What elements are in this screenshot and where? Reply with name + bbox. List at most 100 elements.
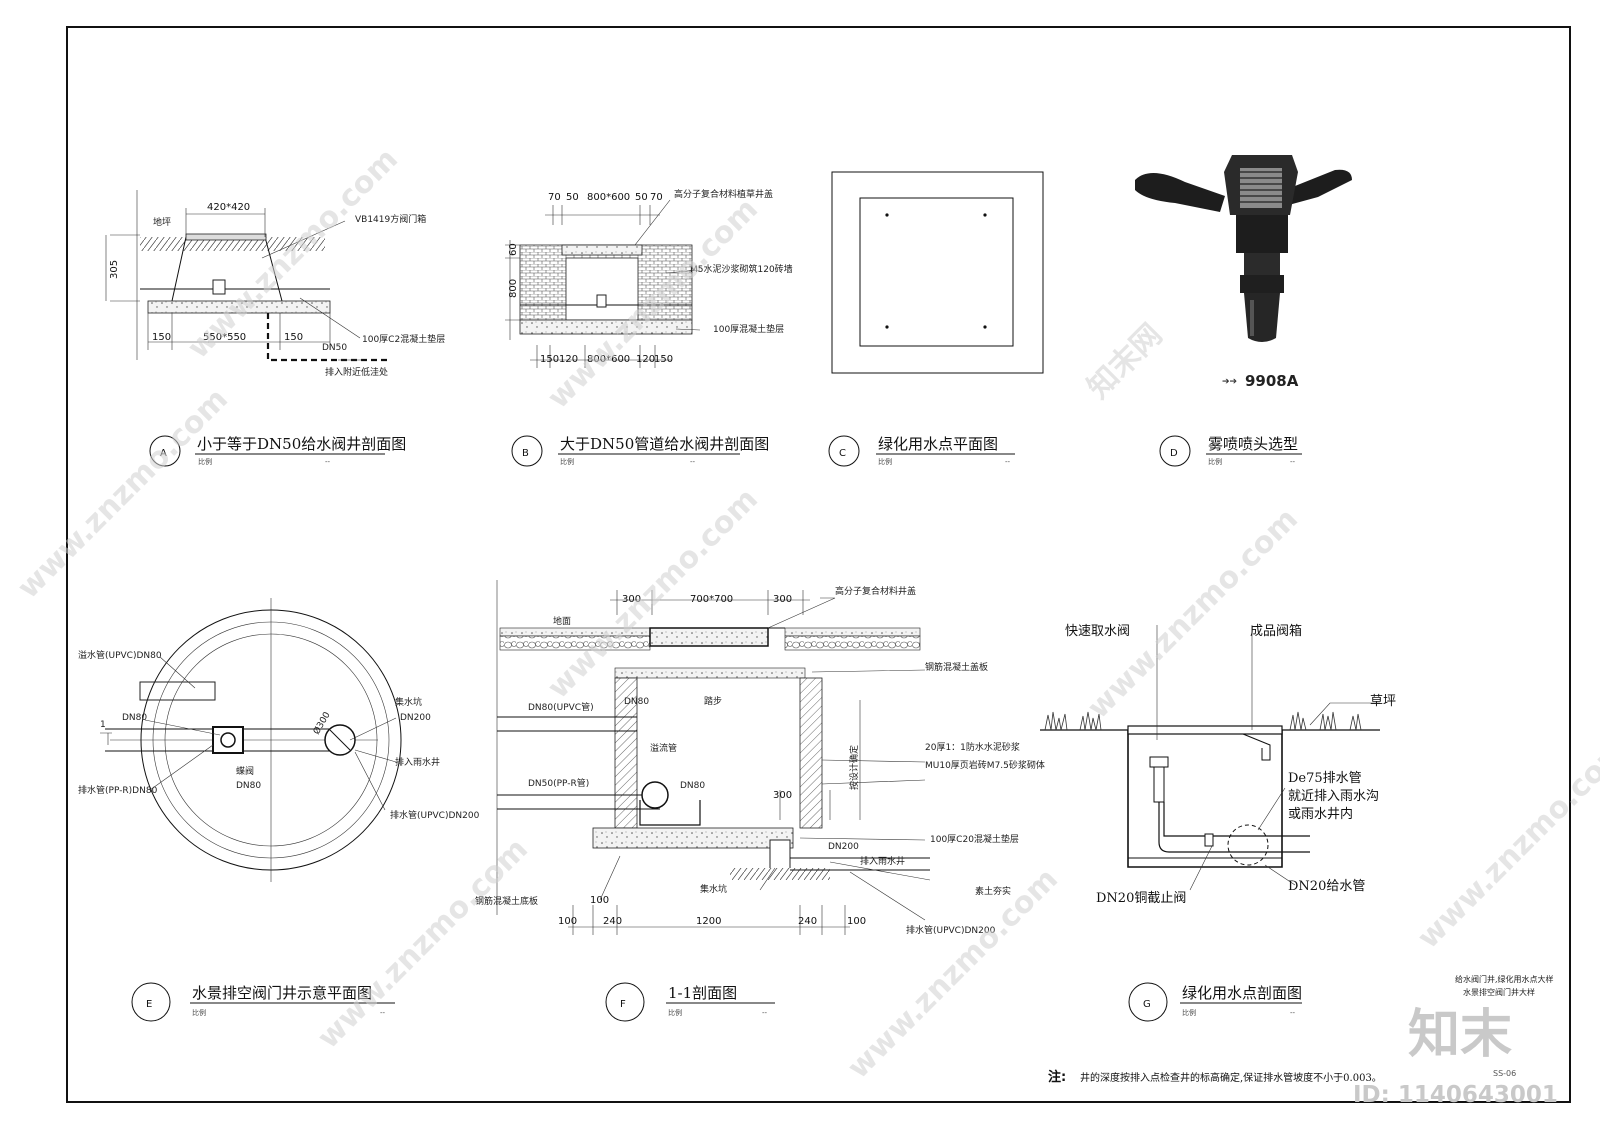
panel-e-label-pit: 集水坑 [395, 696, 422, 708]
panel-f-dim-t1: 300 [622, 594, 641, 605]
panel-b-drawing [505, 199, 701, 368]
panel-a-drawing [105, 190, 390, 362]
title-b-scale-label: 比例 [560, 457, 574, 466]
title-d-text: 雾喷喷头选型 [1208, 435, 1298, 453]
title-block-c: C 绿化用水点平面图 比例 -- [828, 435, 1015, 467]
panel-c-drawing [831, 171, 1044, 374]
title-block-f: F 1-1剖面图 比例 -- [605, 982, 775, 1022]
panel-a-dim-height: 305 [109, 260, 120, 279]
panel-f-label-ground: 地面 [553, 615, 571, 627]
watermark-id: ID: 1140643001 [1353, 1082, 1558, 1108]
panel-a-label-slab: 100厚C2混凝土垫层 [362, 333, 445, 345]
panel-b-dim-b3: 120 [636, 354, 655, 365]
panel-f-dim-h300: 300 [773, 790, 792, 801]
panel-b-label-slab: 100厚混凝土垫层 [713, 323, 784, 335]
panel-a-label-drain: 排入附近低洼处 [325, 366, 388, 378]
panel-e-label-sec: 1 [100, 720, 106, 730]
panel-g-drawing [1040, 625, 1380, 891]
sheet-frame [66, 26, 1571, 1103]
panel-e-label-dn80b: DN80 [236, 781, 261, 791]
panel-f-label-mortar: 20厚1：1防水水泥砂浆 [925, 741, 1020, 753]
title-g-scale-label: 比例 [1182, 1008, 1196, 1017]
sheet-number: SS-06 [1493, 1069, 1516, 1078]
note-text: 井的深度按排入点检查井的标高确定,保证排水管坡度不小于0.003。 [1080, 1071, 1382, 1084]
panel-e-label-overflow: 溢水管(UPVC)DN80 [78, 649, 162, 661]
panel-f-label-pit: 集水坑 [700, 883, 727, 895]
panel-f-label-drain: 排水管(UPVC)DN200 [906, 924, 996, 936]
title-block-d: D 雾喷喷头选型 比例 -- [1159, 435, 1302, 467]
panel-f-dim-b100a: 100 [590, 895, 609, 906]
title-a-scale-label: 比例 [198, 457, 212, 466]
panel-f-dim-tmid: 700*700 [690, 594, 733, 605]
panel-f-label-overflow: 溢流管 [650, 742, 677, 754]
title-c-letter: C [839, 448, 846, 459]
panel-b-dim-b2: 120 [559, 354, 578, 365]
panel-f-label-ppr: DN50(PP-R管) [528, 777, 589, 789]
title-f-scale-label: 比例 [668, 1008, 682, 1017]
panel-f-dim-b100b: 100 [558, 916, 577, 927]
svg-text:www.znzmo.com: www.znzmo.com [1411, 732, 1600, 956]
panel-f-label-brick: MU10厚页岩砖M7.5砂浆砌体 [925, 759, 1045, 771]
sprinkler-arrow-icon: ➔➔ [1222, 377, 1238, 387]
title-block-a: A 小于等于DN50给水阀井剖面图 比例 -- [149, 435, 406, 467]
panel-b-label-wall: M5水泥沙浆砌筑120砖墙 [690, 263, 793, 275]
panel-f-dim-b240b: 240 [798, 916, 817, 927]
title-c-text: 绿化用水点平面图 [878, 435, 998, 453]
panel-a-dim-top: 420*420 [207, 202, 250, 213]
title-g-scale-value: -- [1290, 1009, 1296, 1017]
title-a-scale-value: -- [325, 458, 331, 466]
panel-e-drawing [100, 598, 402, 882]
sheet-title-1: 给水阀门井,绿化用水点大样 [1455, 974, 1554, 984]
title-g-text: 绿化用水点剖面图 [1182, 984, 1302, 1002]
panel-b-label-cover: 高分子复合材料植草井盖 [674, 188, 773, 200]
title-d-letter: D [1170, 448, 1178, 459]
panel-f-label-dn80b: DN80 [680, 781, 705, 791]
panel-g-label-supply: DN20给水管 [1288, 879, 1365, 894]
title-e-scale-value: -- [380, 1009, 386, 1017]
panel-b-dim-t1: 70 [548, 192, 561, 203]
title-c-scale-label: 比例 [878, 457, 892, 466]
panel-b-dim-bmid: 800*600 [587, 354, 630, 365]
title-c-scale-value: -- [1005, 458, 1011, 466]
panel-b-dim-t4: 70 [650, 192, 663, 203]
panel-f-label-rcslab: 钢筋混凝土盖板 [925, 661, 988, 673]
panel-e-label-drainupvc: 排水管(UPVC)DN200 [390, 809, 480, 821]
title-e-text: 水景排空阀门井示意平面图 [192, 984, 372, 1002]
panel-f-label-c20: 100厚C20混凝土垫层 [930, 833, 1019, 845]
panel-b-dim-t3: 50 [635, 192, 648, 203]
watermark-logo: 知末 [1408, 1005, 1512, 1065]
panel-d-model: 9908A [1245, 372, 1299, 390]
title-f-scale-value: -- [762, 1009, 768, 1017]
panel-e-label-drainpp: 排水管(PP-R)DN80 [78, 784, 158, 796]
panel-a-dim-mid: 550*550 [203, 332, 246, 343]
title-block-e: E 水景排空阀门井示意平面图 比例 -- [131, 982, 395, 1022]
panel-f-dim-b240a: 240 [603, 916, 622, 927]
panel-e-label-dn200: DN200 [400, 713, 431, 723]
title-a-letter: A [160, 448, 167, 459]
svg-text:www.znzmo.com: www.znzmo.com [11, 382, 235, 606]
title-b-text: 大于DN50管道给水阀井剖面图 [560, 435, 769, 453]
svg-text:www.znzmo.com: www.znzmo.com [1081, 502, 1305, 726]
panel-f-drawing [496, 580, 931, 935]
note-label: 注: [1048, 1069, 1066, 1085]
title-block-b: B 大于DN50管道给水阀井剖面图 比例 -- [511, 435, 769, 467]
panel-f-label-cover: 高分子复合材料井盖 [835, 585, 916, 597]
panel-e-label-rain: 排入雨水井 [395, 756, 440, 768]
title-f-letter: F [620, 999, 626, 1010]
title-b-letter: B [522, 448, 529, 459]
panel-a-label-ground: 地坪 [153, 216, 171, 228]
panel-f-label-rain: 排入雨水井 [860, 855, 905, 867]
panel-f-label-soil: 素土夯实 [975, 885, 1011, 897]
title-b-scale-value: -- [690, 458, 696, 466]
panel-a-label-box: VB1419方阀门箱 [355, 213, 426, 225]
panel-e-label-dn80a: DN80 [122, 713, 147, 723]
panel-a-label-pipe: DN50 [322, 343, 347, 353]
panel-f-dim-b100c: 100 [847, 916, 866, 927]
panel-g-label-note2: 或雨水井内 [1288, 806, 1353, 822]
panel-f-label-base: 钢筋混凝土底板 [475, 895, 538, 907]
panel-b-dim-b4: 150 [654, 354, 673, 365]
svg-text:www.znzmo.com: www.znzmo.com [841, 862, 1065, 1086]
panel-g-label-drain: De75排水管 [1288, 771, 1362, 786]
panel-g-label-note1: 就近排入雨水沟 [1288, 789, 1379, 804]
